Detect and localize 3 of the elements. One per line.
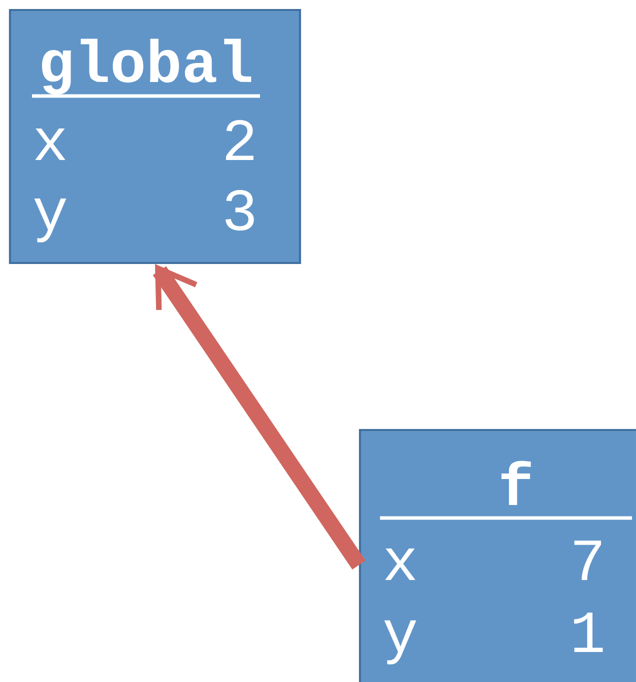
frame-box: global x 2 y 3 <box>8 8 302 264</box>
arrow <box>152 264 366 570</box>
frame-box: f x 7 y 1 <box>358 428 636 682</box>
